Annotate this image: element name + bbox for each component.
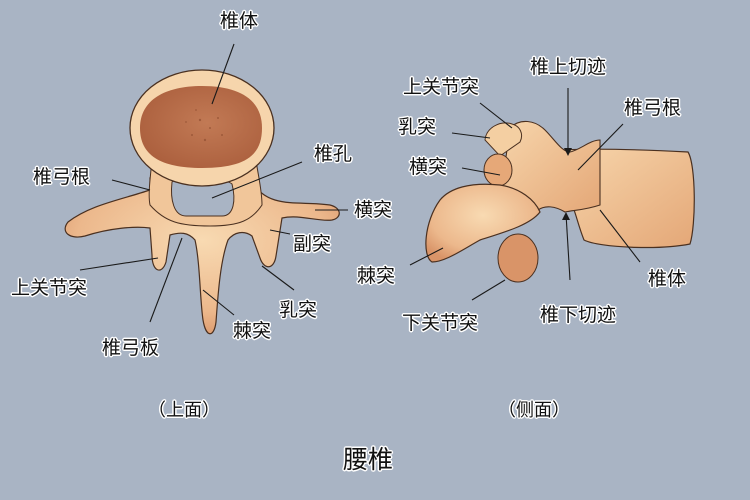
label-vertebral-body-lateral: 椎体	[648, 268, 687, 290]
label-inferior-articular-process: 下关节突	[402, 312, 479, 334]
label-inferior-vertebral-notch: 椎下切迹	[540, 304, 617, 326]
label-pedicle-lateral: 椎弓根	[624, 97, 682, 119]
label-superior-vertebral-notch: 椎上切迹	[530, 56, 607, 78]
figure-title: 腰椎	[343, 445, 394, 474]
caption-lateral-view: （侧面）	[498, 400, 570, 421]
label-vertebral-body-superior: 椎体	[220, 10, 259, 32]
caption-superior-view: （上面）	[148, 400, 220, 421]
label-superior-articular-process-lateral: 上关节突	[403, 76, 480, 98]
label-mammillary-process-lateral: 乳突	[398, 116, 437, 138]
label-transverse-process-superior: 横突	[354, 199, 393, 221]
label-vertebral-foramen: 椎孔	[314, 143, 353, 165]
leader-lines	[79, 43, 641, 323]
lateral-view-vertebra	[425, 120, 695, 283]
label-spinous-process-lateral: 棘突	[357, 265, 396, 287]
superior-view-vertebra	[64, 69, 340, 335]
label-mammillary-process-superior: 乳突	[279, 299, 318, 321]
label-spinous-process-superior: 棘突	[233, 320, 272, 342]
label-superior-articular-process-superior: 上关节突	[11, 277, 88, 299]
label-accessory-process: 副突	[293, 233, 332, 255]
label-pedicle-superior: 椎弓根	[33, 166, 91, 188]
label-transverse-process-lateral: 横突	[409, 156, 448, 178]
label-lamina: 椎弓板	[102, 337, 160, 359]
